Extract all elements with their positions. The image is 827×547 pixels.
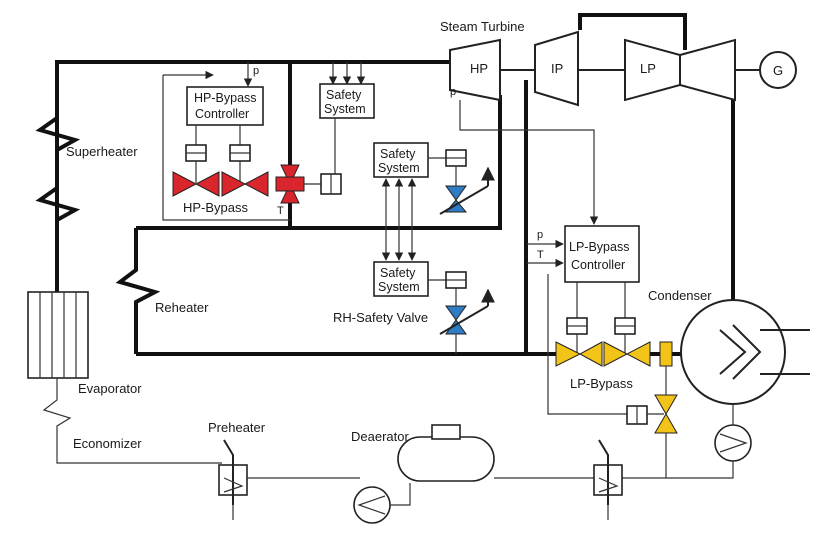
p-signal-turbine: p xyxy=(450,86,456,98)
safety-system-top-line2: System xyxy=(324,102,366,116)
safety-valve-mid-top xyxy=(445,185,467,201)
hp-bypass-controller xyxy=(186,86,264,126)
lp-bypass-controller-line1: LP-Bypass xyxy=(569,240,629,254)
preheater-label: Preheater xyxy=(208,420,266,435)
condenser-coil xyxy=(719,324,762,380)
rh-safety-valve-label: RH-Safety Valve xyxy=(333,310,428,325)
feedwater-system xyxy=(27,291,623,524)
hp-bypass-label: HP-Bypass xyxy=(183,200,249,215)
hp-label: HP xyxy=(470,61,488,76)
generator xyxy=(759,51,797,89)
lp-spray-valve-bottom xyxy=(654,413,678,434)
hp-spray-valve-top xyxy=(280,164,300,186)
deaerator xyxy=(397,436,495,482)
lp-bypass-controller xyxy=(564,225,640,283)
safety-system-top-line1: Safety xyxy=(326,88,362,102)
hp-bypass-valve-2-left xyxy=(221,171,247,197)
t-signal-hp: T xyxy=(277,205,284,217)
generator-label: G xyxy=(773,63,783,78)
condenser-shell xyxy=(680,299,786,405)
reheater-label: Reheater xyxy=(155,300,209,315)
condenser-label: Condenser xyxy=(648,288,712,303)
superheater-label: Superheater xyxy=(66,144,138,159)
hp-bypass-valve-1-left xyxy=(172,171,198,197)
lp-label: LP xyxy=(640,61,656,76)
rh-safety-valve-top xyxy=(445,305,467,321)
lp-spray-valve-top xyxy=(654,394,678,415)
lp-bypass-valve-2-left xyxy=(603,341,629,367)
lp-spray-injector xyxy=(659,341,673,367)
economizer-label: Economizer xyxy=(73,436,142,451)
hp-bypass-area: p HP-Bypass Controller T HP-Bypass xyxy=(162,62,342,221)
lp-bypass-valve-1-left xyxy=(555,341,582,367)
reheater-coil xyxy=(115,228,161,354)
main-steam-pipes xyxy=(35,13,735,356)
safety-system-low xyxy=(373,261,429,297)
hp-bypass-controller-line2: Controller xyxy=(195,107,249,121)
lp-bypass-label: LP-Bypass xyxy=(570,376,633,391)
lp-bypass-valve-2-right xyxy=(625,341,651,367)
lp-bypass-controller-line2: Controller xyxy=(571,258,625,272)
safety-valve-mid-bottom xyxy=(444,199,468,213)
safety-system-top xyxy=(319,83,375,119)
hp-bypass-controller-line1: HP-Bypass xyxy=(194,91,257,105)
hp-bypass-valve-2-right xyxy=(243,171,269,197)
deaerator-label: Deaerator xyxy=(351,429,409,444)
p-signal-hp: p xyxy=(253,65,259,77)
economizer-coil xyxy=(42,378,222,464)
safety-system-low-line2: System xyxy=(378,280,420,294)
safety-systems: Safety System Safety System Safety Syste… xyxy=(319,62,495,354)
lp-turbine-right xyxy=(679,38,736,102)
rh-safety-valve-bottom xyxy=(445,319,467,335)
steam-turbine-label: Steam Turbine xyxy=(440,19,525,34)
component-labels: Superheater Reheater Evaporator Economiz… xyxy=(66,144,409,451)
condenser: Condenser xyxy=(614,288,810,479)
hp-spray-valve-body xyxy=(275,176,305,192)
lp-bypass-valve-1-right xyxy=(578,341,603,367)
t-signal-lp: T xyxy=(537,249,544,261)
evaporator xyxy=(27,291,89,379)
safety-system-mid-line2: System xyxy=(378,161,420,175)
hp-bypass-valve-1-right xyxy=(194,171,220,197)
lp-bypass-area: p LP-Bypass Controller p T LP-Bypass xyxy=(450,86,678,478)
p-signal-lp: p xyxy=(537,229,543,241)
safety-system-low-line1: Safety xyxy=(380,266,416,280)
evaporator-label: Evaporator xyxy=(78,381,142,396)
hp-turbine xyxy=(449,38,501,102)
hp-spray-valve-bottom xyxy=(280,182,300,204)
steam-turbine: Steam Turbine HP IP LP G xyxy=(440,19,797,107)
superheater-coil xyxy=(35,116,81,152)
ip-turbine xyxy=(534,30,579,107)
ip-label: IP xyxy=(551,61,563,76)
safety-system-mid-line1: Safety xyxy=(380,147,416,161)
safety-system-mid xyxy=(373,142,429,178)
